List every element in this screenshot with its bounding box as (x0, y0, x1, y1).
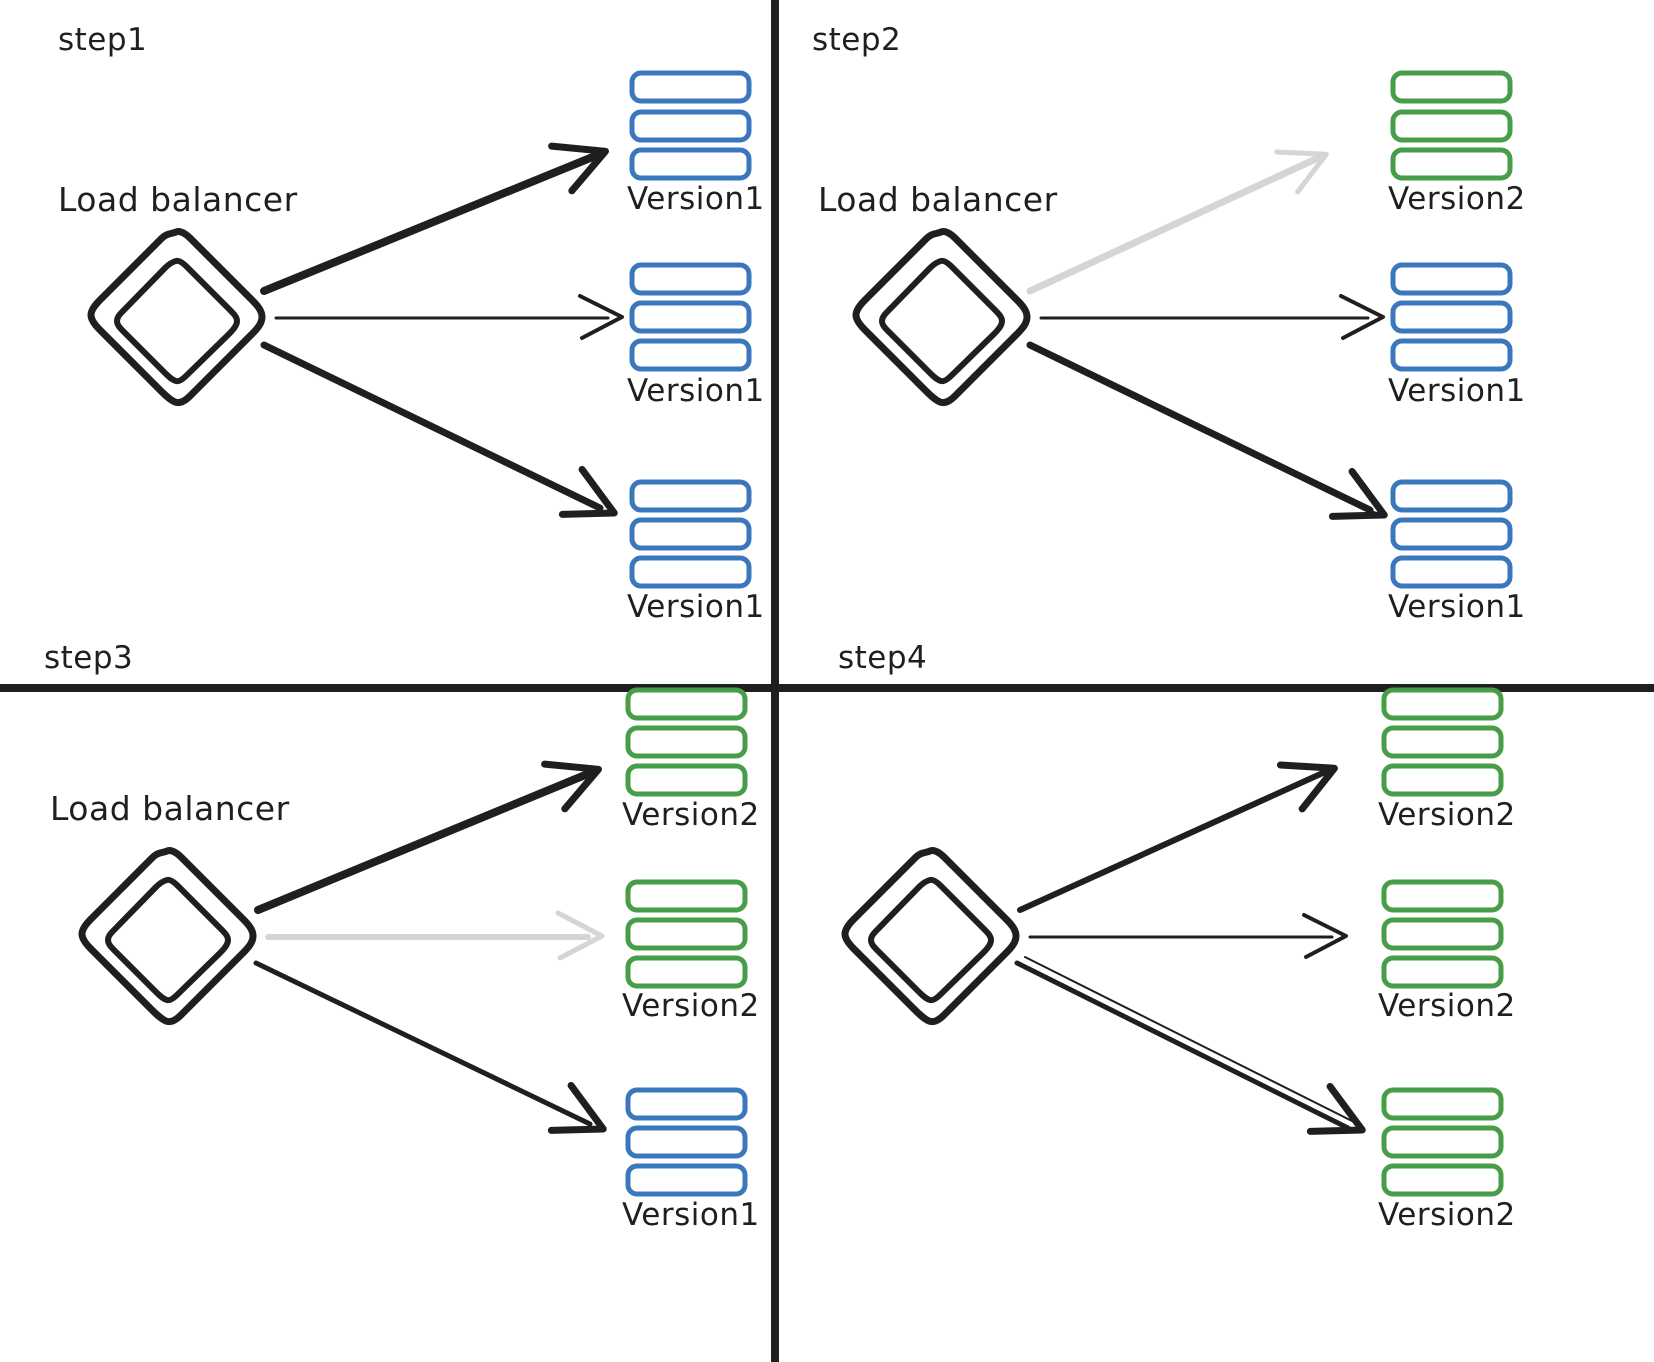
server-stack-step4-1 (1381, 687, 1504, 797)
arrow-step3-bottom (253, 960, 614, 1151)
arrow-step1-top (260, 128, 614, 295)
arrow-step2-top-inactive (1026, 133, 1336, 295)
panel-label-step3: step3 (44, 640, 134, 676)
load-balancer-icon-step2 (852, 228, 1031, 407)
arrow-step2-bottom (1026, 341, 1395, 537)
version-label-step1-3: Version1 (627, 589, 765, 625)
server-stack-step3-1 (625, 687, 748, 797)
server-stack-step4-2 (1381, 879, 1504, 989)
server-stack-step2-3 (1390, 479, 1513, 589)
version-label-step3-1: Version2 (622, 797, 760, 833)
panel-label-step4: step4 (838, 640, 928, 676)
version-label-step3-2: Version2 (622, 988, 760, 1024)
version-label-step4-2: Version2 (1378, 988, 1516, 1024)
arrow-step4-top (1017, 745, 1344, 913)
load-balancer-icon-step4 (841, 847, 1020, 1026)
server-stack-step1-2 (629, 262, 752, 372)
arrow-step2-middle (1039, 294, 1385, 340)
version-label-step2-1: Version2 (1388, 181, 1526, 217)
load-balancer-label-step3: Load balancer (50, 789, 290, 828)
server-stack-step2-1 (1390, 70, 1513, 181)
load-balancer-icon-step1 (87, 228, 266, 407)
panel-label-step1: step1 (58, 22, 148, 58)
arrow-step3-middle-inactive (265, 913, 602, 958)
server-stack-step4-3 (1381, 1087, 1504, 1197)
version-label-step1-1: Version1 (627, 181, 765, 217)
version-label-step3-3: Version1 (622, 1197, 760, 1233)
load-balancer-label-step2: Load balancer (818, 180, 1058, 219)
server-stack-step3-3 (625, 1087, 748, 1197)
arrow-step3-top (254, 746, 607, 914)
server-stack-step3-2 (625, 879, 748, 989)
version-label-step2-2: Version1 (1388, 373, 1526, 409)
arrow-step1-bottom (260, 341, 625, 535)
version-label-step1-2: Version1 (627, 373, 765, 409)
server-stack-step1-3 (629, 479, 752, 589)
load-balancer-icon-step3 (78, 847, 257, 1026)
version-label-step4-1: Version2 (1378, 797, 1516, 833)
server-stack-step1-1 (629, 70, 752, 181)
arrow-step4-bottom (1014, 956, 1373, 1152)
arrow-step4-middle (1028, 913, 1348, 959)
load-balancer-label-step1: Load balancer (58, 180, 298, 219)
version-label-step2-3: Version1 (1388, 589, 1526, 625)
panel-label-step2: step2 (812, 22, 902, 58)
version-label-step4-3: Version2 (1378, 1197, 1516, 1233)
arrow-step1-middle (274, 294, 624, 340)
server-stack-step2-2 (1390, 262, 1513, 372)
